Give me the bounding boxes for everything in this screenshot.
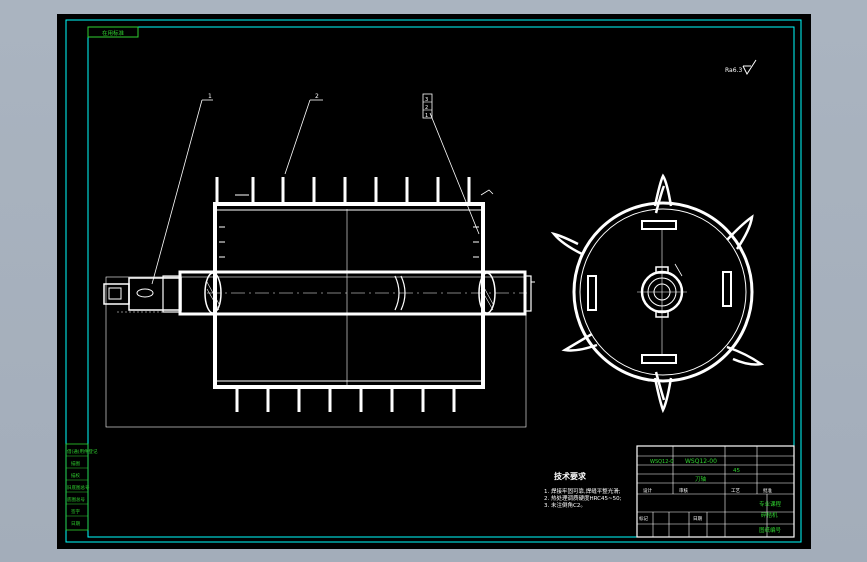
stamp-3: 旧底图总号 (67, 484, 90, 491)
left-bearing (204, 272, 222, 314)
side-stamps: 借(通)用件登记 描图 描校 旧底图总号 底图总号 签字 日期 (65, 443, 98, 531)
drum-circle (572, 201, 754, 383)
slot-right (722, 271, 732, 307)
tb-company: 专业课程 (759, 500, 782, 508)
roller-side-view: 1 2 3 2 1 (103, 93, 535, 428)
bottom-blades (235, 387, 456, 412)
tech-req-item-1: 1. 焊接牢固可靠,焊缝平整光滑; (544, 487, 621, 495)
outer-frame (65, 19, 802, 543)
tb-cell-code: WSQ12-0 (650, 459, 673, 465)
leader-1 (151, 99, 203, 285)
tb-label-5: 日期 (693, 516, 702, 522)
drum-body (213, 202, 485, 389)
slot-left (587, 275, 597, 311)
roller-end-view (550, 173, 765, 414)
slot-top (641, 220, 677, 230)
tb-label-0: 设计 (643, 487, 652, 494)
tb-material: 45 (733, 468, 740, 474)
surface-roughness-symbol: Ra6.3 (725, 59, 757, 76)
inner-frame (87, 26, 795, 538)
part-stack-3: 3 (425, 97, 428, 103)
view-outline (105, 276, 527, 428)
tb-label-3: 批准 (763, 487, 772, 494)
slot-bottom (641, 354, 677, 364)
title-block: WSQ12-0 WSQ12-00 刀轴 45 专业课程 碎秸机 图纸编号 设计 … (636, 445, 795, 538)
stamp-0: 借(通)用件登记 (67, 448, 98, 455)
tb-part-name: 碎秸机 (761, 511, 778, 519)
tb-label-1: 审核 (679, 487, 688, 494)
tech-requirements: 技术要求 1. 焊接牢固可靠,焊缝平整光滑; 2. 热处理调质硬度HRC45~5… (544, 471, 622, 509)
left-shaft-end (103, 283, 130, 305)
tech-req-item-2: 2. 热处理调质硬度HRC45~50; (544, 494, 622, 502)
leader-2 (284, 99, 311, 175)
tb-label-2: 工艺 (731, 488, 740, 494)
stamp-2: 描校 (71, 472, 80, 479)
corner-tag-text: 在用标准 (102, 29, 125, 37)
tb-footer: 图纸编号 (759, 526, 782, 534)
part-stack-1: 1 (425, 113, 428, 119)
tb-name-short: 刀轴 (695, 475, 707, 483)
stamp-6: 日期 (71, 521, 80, 527)
part-number-2: 2 (315, 93, 319, 100)
cad-drawing: 在用标准 Ra6.3 (65, 19, 802, 543)
end-view-blades (550, 173, 765, 414)
stamp-5: 签字 (71, 508, 80, 515)
top-blades (215, 177, 471, 204)
drawing-sheet: 在用标准 Ra6.3 (57, 14, 811, 549)
leader-3 (429, 112, 480, 235)
stamp-4: 底图总号 (67, 496, 85, 503)
part-number-1: 1 (208, 93, 212, 100)
stamp-1: 描图 (71, 460, 80, 467)
part-stack-2: 2 (425, 105, 428, 111)
corner-tag-box (87, 26, 139, 38)
tech-req-item-3: 3. 未注倒角C2。 (544, 501, 586, 509)
tb-drawing-no: WSQ12-00 (685, 458, 717, 465)
tb-label-4: 标记 (639, 515, 648, 522)
tech-req-title: 技术要求 (554, 471, 587, 481)
right-bearing (478, 272, 496, 314)
right-shaft-end (524, 275, 532, 312)
roughness-label: Ra6.3 (725, 67, 742, 74)
